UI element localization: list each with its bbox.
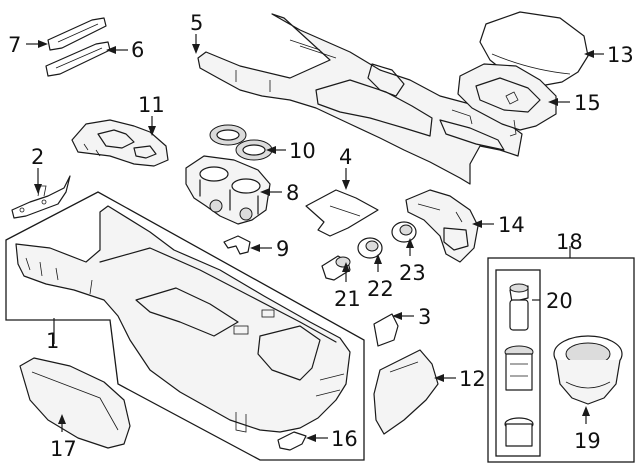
part-23-socket-ring [391,221,417,243]
part-9-clip [223,235,251,255]
part-21-socket [321,255,351,281]
callout-5: 5 [190,11,203,35]
part-22-socket-ring [357,237,383,259]
part-1-console-assembly [5,191,365,461]
callout-10: 10 [289,139,316,163]
callout-15: 15 [574,91,601,115]
part-14-bracket [405,189,479,263]
callout-8: 8 [286,181,299,205]
callout-3: 3 [418,305,431,329]
callout-14: 14 [498,213,525,237]
part-11-shifter-bezel [71,119,169,167]
callout-16: 16 [331,427,358,451]
callout-4: 4 [339,145,352,169]
callout-6: 6 [131,38,144,62]
callout-20: 20 [546,289,573,313]
callout-2: 2 [31,145,44,169]
callout-22: 22 [367,277,394,301]
leader-lines [26,34,604,442]
callout-19: 19 [574,429,601,453]
callout-9: 9 [276,237,289,261]
part-4-shield [305,189,379,237]
part-19-outlet-cup [553,335,623,405]
callout-18: 18 [556,230,583,254]
callout-7: 7 [8,33,21,57]
callout-labels: 1 2 3 4 5 6 7 8 9 10 11 12 13 14 15 16 1… [8,11,634,461]
part-12-side-panel [373,349,439,435]
part-16-clip [277,431,307,451]
callout-21: 21 [334,287,361,311]
callout-12: 12 [459,367,486,391]
callout-13: 13 [607,43,634,67]
callout-23: 23 [399,261,426,285]
part-18-outlet-group [487,257,635,463]
callout-11: 11 [138,93,165,117]
callout-1: 1 [46,329,59,353]
callout-17: 17 [50,437,77,461]
part-3-plate [373,313,399,347]
part-8-cupholder [185,155,271,225]
part-7-trim-strip [47,17,107,51]
part-15-armrest-bin [457,63,557,137]
part-10-cupholder-rings [209,124,273,161]
part-20-outlet-components [504,283,534,447]
part-5-console-top-panel [197,13,523,185]
part-17-side-panel [19,357,131,449]
